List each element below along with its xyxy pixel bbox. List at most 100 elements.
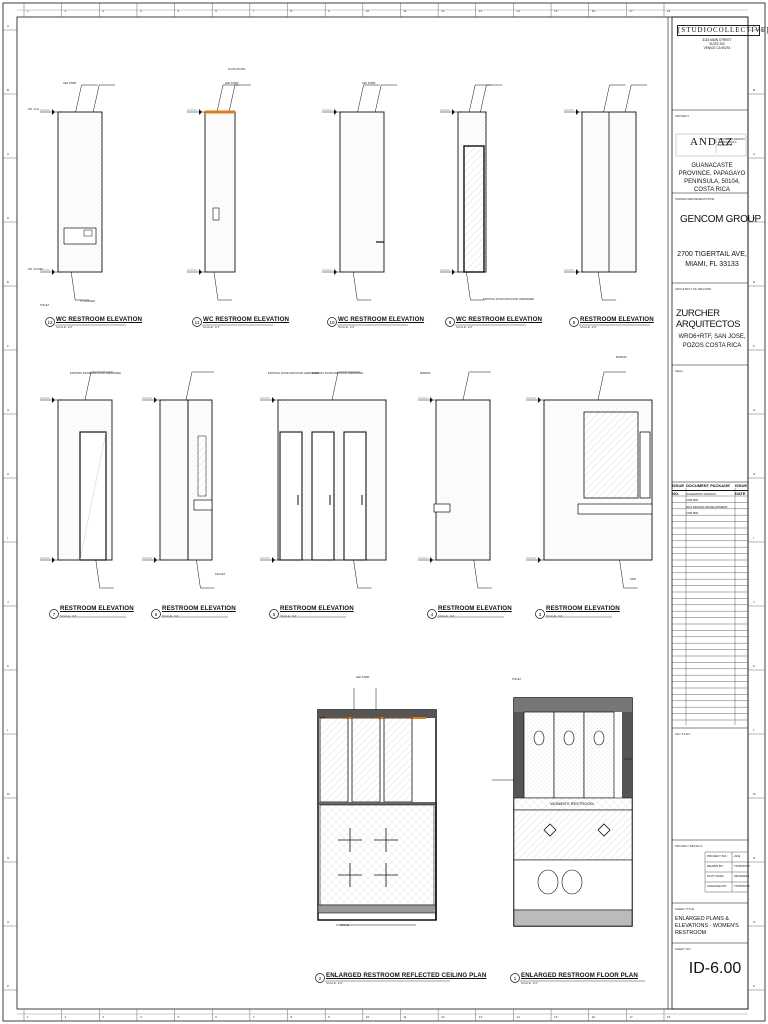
elevation-3: 3 — [526, 371, 653, 619]
drawing-title: RESTROOM ELEVATION — [546, 605, 620, 612]
grid-letter-left: K — [7, 664, 9, 668]
floor-plan — [492, 697, 633, 927]
grid-letter-right: A — [753, 24, 755, 28]
elevation-12: 12 — [40, 84, 126, 327]
drawing-scale: SCALE: 1/4" — [338, 325, 355, 329]
seal-header: SEAL: — [675, 369, 684, 373]
issue-no-header: ISSUE NO. — [672, 483, 685, 496]
grid-letter-left: G — [7, 408, 10, 412]
project-location: GUANACASTE PROVINCE, PAPAGAYO PENINSULA,… — [678, 163, 746, 193]
annotation-existing-door: EXISTING DOOR AND DOOR HARDWARE — [70, 371, 121, 375]
grid-letter-right: B — [753, 88, 755, 92]
owner-address: 2700 TIGERTAIL AVE, MIAMI, FL 33133 — [677, 251, 747, 268]
drawing-scale: SCALE: 1/4" — [456, 325, 473, 329]
issue-row: FOR BID — [672, 510, 748, 516]
annotation-toilet: TOILET — [512, 677, 521, 681]
drawing-title: WC RESTROOM ELEVATION — [56, 316, 143, 323]
annotation-fin-floor: FIN. FLOOR — [28, 267, 43, 271]
drawing-title: RESTROOM ELEVATION — [438, 605, 512, 612]
grid-letter-left: O — [7, 920, 10, 924]
drawing-number: 9 — [449, 320, 452, 325]
drawing-scale: SCALE: 1/4" — [60, 614, 77, 618]
studio-logo: [STUDIOCOLLECTIVE] — [677, 25, 768, 36]
elevation-4: 4 — [418, 371, 504, 619]
grid-letter-left: I — [7, 536, 8, 540]
ceiling-plan — [317, 688, 437, 926]
elevation-8: 8 — [564, 84, 650, 327]
annotation-ceiling-tag: CTG-01 — [340, 923, 350, 927]
grid-number-top: 9 — [328, 9, 330, 13]
elevation-6: 6 — [142, 371, 228, 619]
detail-label: DRAWN BY: — [707, 864, 724, 868]
grid-number-top: 1 — [27, 9, 29, 13]
grid-number-bottom: 16 — [592, 1015, 596, 1019]
drawing-scale: SCALE: 1/4" — [280, 614, 297, 618]
drawing-number: 11 — [195, 320, 200, 325]
grid-letter-left: E — [7, 280, 9, 284]
elevation-9: 9 — [440, 84, 526, 327]
detail-label: PROJECT NO.: — [707, 854, 728, 858]
grid-number-top: 2 — [65, 9, 67, 13]
issue-cell: SCHEMATIC DESIGN — [686, 492, 716, 496]
studio-address: 3115 MAIN STREET SUITE 200 VENICE CA 902… — [678, 38, 756, 50]
plan-title: ENLARGED RESTROOM FLOOR PLAN — [521, 972, 638, 979]
issue-cell: 50% DESIGN DEVELOPMENT — [686, 504, 728, 509]
annotation-existing-door: EXISTING DOOR AND DOOR HARDWARE — [483, 297, 534, 301]
grid-letter-right: L — [753, 728, 755, 732]
grid-letter-left: J — [7, 600, 9, 604]
grid-letter-right: I — [753, 536, 754, 540]
drawing-number: 7 — [53, 612, 56, 617]
annotation-faucet: FAUCET — [215, 572, 226, 576]
drawing-number: 8 — [573, 320, 576, 325]
grid-letter-right: G — [753, 408, 756, 412]
plan-number: 2 — [319, 976, 322, 981]
annotation-toilet: TOILET — [40, 303, 49, 307]
elevation-5: 5 — [260, 371, 387, 619]
grid-letter-right: O — [753, 920, 756, 924]
drawing-number: 3 — [539, 612, 542, 617]
drawing-scale: SCALE: 1/4" — [521, 981, 538, 985]
drawing-scale: SCALE: 1/4" — [580, 325, 597, 329]
title-block — [671, 16, 749, 1010]
drawing-title: RESTROOM ELEVATION — [580, 316, 654, 323]
grid-number-bottom: 17 — [629, 1015, 633, 1019]
annotation-led-strip: LED STRIP — [356, 675, 370, 679]
annotation-trash: TRASH — [624, 757, 633, 761]
sheet-number: ID-6.00 — [688, 960, 742, 977]
plan-number: 1 — [514, 976, 517, 981]
issue-table: ISSUE NO. DOCUMENT PACKAGE ISSUE DATE SC… — [672, 482, 748, 517]
grid-letter-left: F — [7, 344, 9, 348]
grid-number-bottom: 4 — [140, 1015, 142, 1019]
grid-letter-left: P — [7, 984, 9, 988]
detail-value: TK/PP/RTR — [734, 884, 750, 888]
grid-letter-left: M — [7, 792, 10, 796]
annotation-led-strip: LED STRIP — [362, 81, 376, 85]
drawing-title: RESTROOM ELEVATION — [162, 605, 236, 612]
grid-number-bottom: 14 — [516, 1015, 520, 1019]
grid-number-bottom: 5 — [178, 1015, 180, 1019]
grid-number-bottom: 18 — [667, 1015, 671, 1019]
drawing-number: 4 — [431, 612, 434, 617]
issue-cell — [735, 510, 748, 516]
grid-number-bottom: 15 — [554, 1015, 558, 1019]
grid-letter-right: E — [753, 280, 755, 284]
grid-number-bottom: 6 — [215, 1015, 217, 1019]
sheet-title: ENLARGED PLANS & ELEVATIONS - WOMEN'S RE… — [675, 916, 739, 936]
drawing-scale: SCALE: 1/4" — [56, 325, 73, 329]
studio-address-line: 3115 MAIN STREET — [702, 38, 732, 42]
grid-number-top: 10 — [366, 9, 370, 13]
grid-number-top: 4 — [140, 9, 142, 13]
drawing-title: RESTROOM ELEVATION — [280, 605, 354, 612]
grid-number-bottom: 9 — [328, 1015, 330, 1019]
grid-number-bottom: 12 — [441, 1015, 445, 1019]
grid-letter-right: H — [753, 472, 755, 476]
grid-number-bottom: 2 — [65, 1015, 67, 1019]
drawing-number: 10 — [329, 320, 335, 325]
detail-label: CHECKED BY: — [707, 884, 728, 888]
annotation-fin-ceiling: FIN. CLG. — [28, 107, 40, 111]
grid-number-bottom: 11 — [403, 1015, 406, 1019]
grid-number-top: 5 — [178, 9, 180, 13]
issue-cell: FOR BID — [686, 498, 699, 503]
grid-letter-right: J — [753, 600, 755, 604]
